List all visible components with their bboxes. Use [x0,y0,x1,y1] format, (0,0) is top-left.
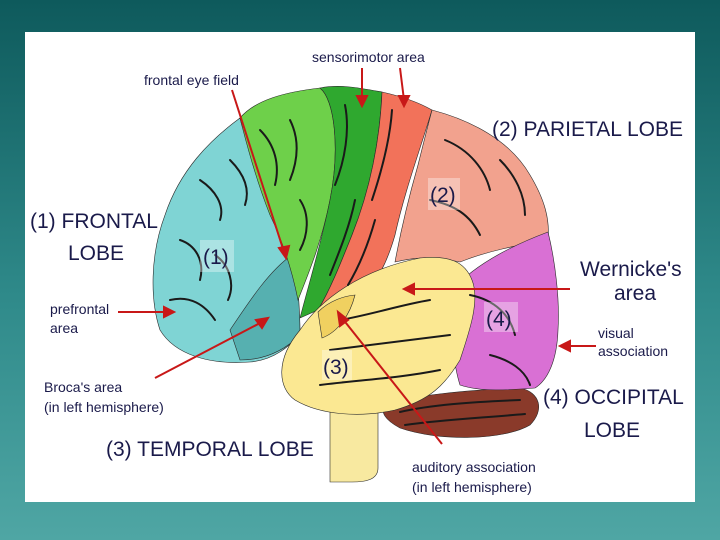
label-visual-2: association [598,343,668,359]
region-number-3: (3) [323,356,349,379]
temporal-region [281,257,476,415]
label-auditory-2: (in left hemisphere) [412,479,532,495]
region-numbers: (1) (2) (3) (4) [200,178,518,380]
label-broca-2: (in left hemisphere) [44,399,164,415]
pointer-arrows [118,67,596,445]
label-frontal-lobe-2: LOBE [68,242,124,265]
label-wernicke-2: area [614,282,656,305]
label-frontal-eye-field: frontal eye field [144,72,239,88]
region-number-2: (2) [430,184,456,207]
brain-stem-region [329,411,379,483]
region-number-1: (1) [203,246,229,269]
label-wernicke-1: Wernicke's [580,258,682,281]
parietal-region [394,109,549,263]
diagram-labels: sensorimotor area frontal eye field (2) … [30,49,684,495]
label-prefrontal-1: prefrontal [50,301,109,317]
sulci-lines [169,104,531,426]
auditory-region [317,294,356,339]
brain-regions [152,86,559,483]
label-parietal-lobe: (2) PARIETAL LOBE [492,118,683,141]
frontal-eye-field-region [239,87,336,302]
label-sensorimotor: sensorimotor area [312,49,425,65]
label-auditory-1: auditory association [412,459,536,475]
label-temporal-lobe: (3) TEMPORAL LOBE [106,438,314,461]
label-visual-1: visual [598,325,634,341]
label-occipital-2: LOBE [584,419,640,442]
label-prefrontal-2: area [50,320,78,336]
region-number-4: (4) [486,308,512,331]
label-broca-1: Broca's area [44,379,122,395]
label-occipital-1: (4) OCCIPITAL [543,386,684,409]
label-frontal-lobe-1: (1) FRONTAL [30,210,158,233]
